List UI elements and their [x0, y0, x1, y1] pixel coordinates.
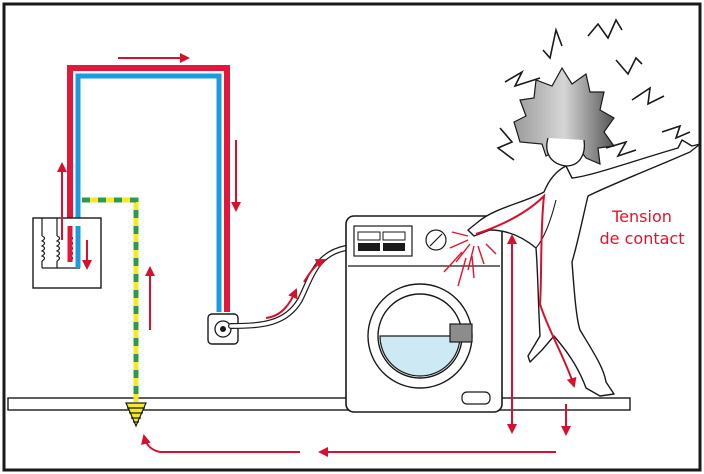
shock-sparks	[496, 18, 691, 161]
transformer-box	[32, 217, 102, 289]
washing-machine	[345, 215, 503, 413]
power-wires	[67, 65, 230, 312]
arrow-cable-2	[303, 259, 326, 283]
wall-socket-icon	[207, 313, 239, 345]
body-current-path	[475, 193, 577, 388]
arrow-cable	[265, 288, 298, 319]
body	[467, 139, 701, 397]
control-panel-window	[353, 225, 413, 257]
drum-water	[379, 335, 461, 377]
neutral-wire	[75, 73, 222, 312]
contact-flash-icon	[443, 231, 497, 287]
arm-crease	[535, 199, 557, 249]
earth-wire	[82, 197, 139, 402]
current-arrows	[57, 53, 571, 457]
shocked-person	[467, 66, 701, 397]
arrow-ground-to-electrode	[141, 434, 300, 453]
door-handle	[449, 323, 473, 343]
floor	[7, 397, 631, 411]
phase-wire	[67, 65, 230, 312]
earth-electrode-icon	[125, 402, 147, 428]
contact-voltage-label: Tension de contact	[599, 207, 685, 248]
